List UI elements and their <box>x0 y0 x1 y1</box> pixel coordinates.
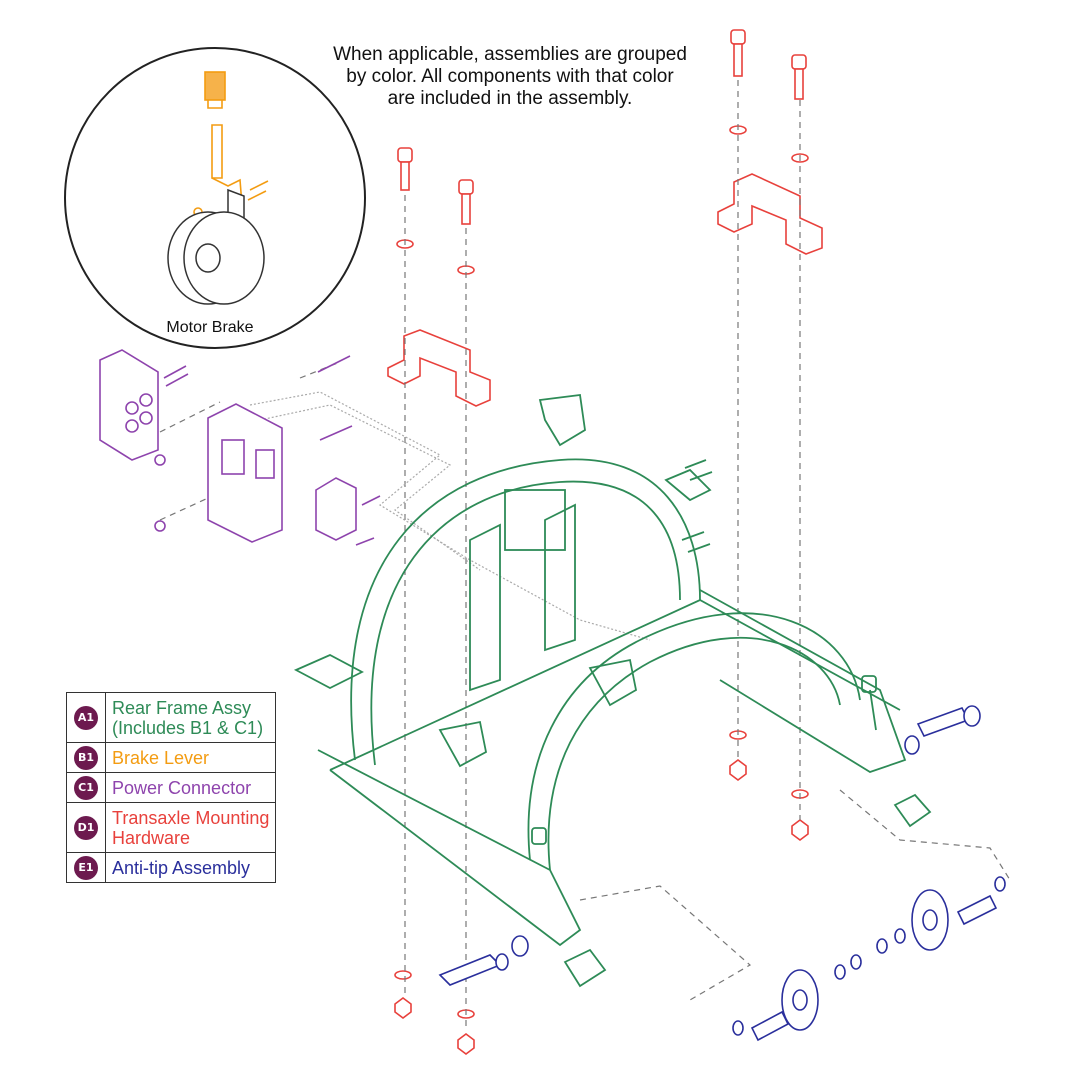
legend-line: (Includes B1 & C1) <box>112 717 264 738</box>
legend-label-b1: Brake Lever <box>104 742 277 773</box>
frame-rail-front <box>317 749 582 947</box>
saddle-bracket-right <box>717 173 823 255</box>
badge-b1: B1 <box>74 746 98 770</box>
legend-row-b1: B1 Brake Lever <box>66 742 277 773</box>
badge-a1: A1 <box>74 706 98 730</box>
bolt-right-2 <box>791 54 807 100</box>
bolt-left-2 <box>458 179 474 225</box>
foot-right <box>893 793 932 828</box>
rear-frame-part <box>293 393 932 988</box>
legend-label-a1: Rear Frame Assy (Includes B1 & C1) <box>104 692 277 743</box>
motor-brake-caption: Motor Brake <box>166 319 254 336</box>
assembly-color-note: When applicable, assemblies are grouped … <box>300 44 720 110</box>
note-line-2: by color. All components with that color <box>346 66 674 87</box>
legend-row-d1: D1 Transaxle Mounting Hardware <box>66 802 277 853</box>
legend-label-c1: Power Connector <box>104 772 277 803</box>
bolt-left-1 <box>397 147 413 191</box>
legend-line: Rear Frame Assy <box>112 697 252 718</box>
motor-brake-inset <box>64 47 366 349</box>
frame-arch <box>350 458 701 761</box>
badge-c1: C1 <box>74 776 98 800</box>
legend-line: Brake Lever <box>112 747 210 768</box>
frame-rail-rear <box>699 589 907 773</box>
clip-mid <box>588 658 638 707</box>
frame-back-arch <box>527 612 861 861</box>
foot-left <box>563 948 607 988</box>
saddle-bracket-left <box>387 329 491 407</box>
transaxle-mounting-hardware <box>387 29 823 1055</box>
parts-legend: A1 Rear Frame Assy (Includes B1 & C1) B1… <box>66 692 277 883</box>
legend-line: Power Connector <box>112 777 252 798</box>
legend-line: Anti-tip Assembly <box>112 857 251 878</box>
center-block <box>504 489 566 551</box>
anti-tip-assembly-part <box>438 705 1006 1042</box>
alignment-lines <box>159 80 1011 1030</box>
legend-row-e1: E1 Anti-tip Assembly <box>66 852 277 883</box>
bolt-right-1 <box>730 29 746 77</box>
legend-row-a1: A1 Rear Frame Assy (Includes B1 & C1) <box>66 692 277 743</box>
clip-top <box>538 393 586 447</box>
badge-e1: E1 <box>74 856 98 880</box>
badge-d1: D1 <box>74 816 98 840</box>
note-line-3: are included in the assembly. <box>387 88 633 109</box>
wire-harness-path <box>249 391 651 641</box>
legend-line: Transaxle Mounting <box>112 807 270 828</box>
legend-line: Hardware <box>112 827 191 848</box>
inset-circle <box>64 47 366 349</box>
brake-motor-disc <box>167 188 265 305</box>
clip-low <box>438 720 488 768</box>
legend-row-c1: C1 Power Connector <box>66 772 277 803</box>
note-line-1: When applicable, assemblies are grouped <box>333 44 687 65</box>
legend-label-d1: Transaxle Mounting Hardware <box>104 802 277 853</box>
legend-label-e1: Anti-tip Assembly <box>104 852 277 883</box>
power-connector-part <box>99 349 381 546</box>
